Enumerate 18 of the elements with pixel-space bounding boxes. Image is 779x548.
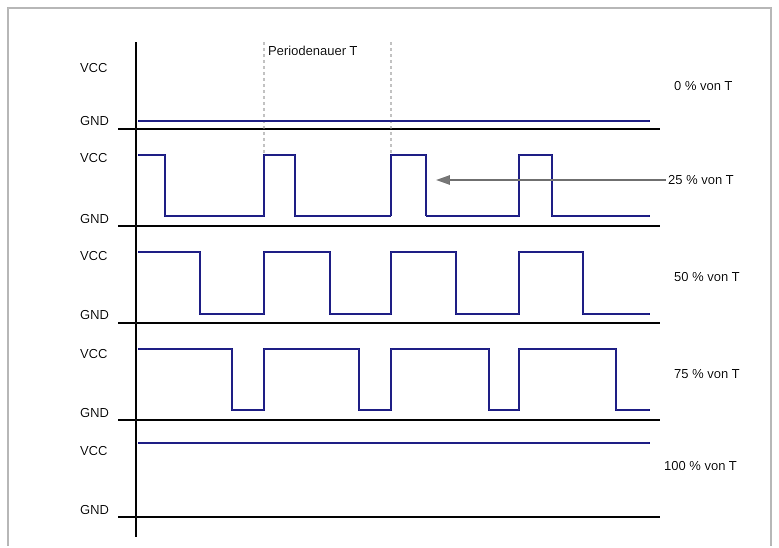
level-label: GND — [80, 211, 109, 226]
level-label: GND — [80, 113, 109, 128]
level-label: VCC — [80, 60, 108, 75]
level-label: GND — [80, 405, 109, 420]
duty-cycle-label: 75 % von T — [674, 366, 740, 381]
level-label: GND — [80, 307, 109, 322]
level-label: VCC — [80, 248, 108, 263]
level-label: GND — [80, 502, 109, 517]
duty-cycle-label: 50 % von T — [674, 269, 740, 284]
level-label: VCC — [80, 150, 108, 165]
duty-cycle-label: 25 % von T — [668, 172, 734, 187]
period-label: Periodenauer T — [268, 43, 358, 58]
pulse — [390, 154, 427, 216]
duty-cycle-label: 0 % von T — [674, 78, 732, 93]
arrow — [436, 175, 666, 185]
duty-cycle-label: 100 % von T — [664, 458, 737, 473]
level-label: VCC — [80, 346, 108, 361]
level-label: VCC — [80, 443, 108, 458]
